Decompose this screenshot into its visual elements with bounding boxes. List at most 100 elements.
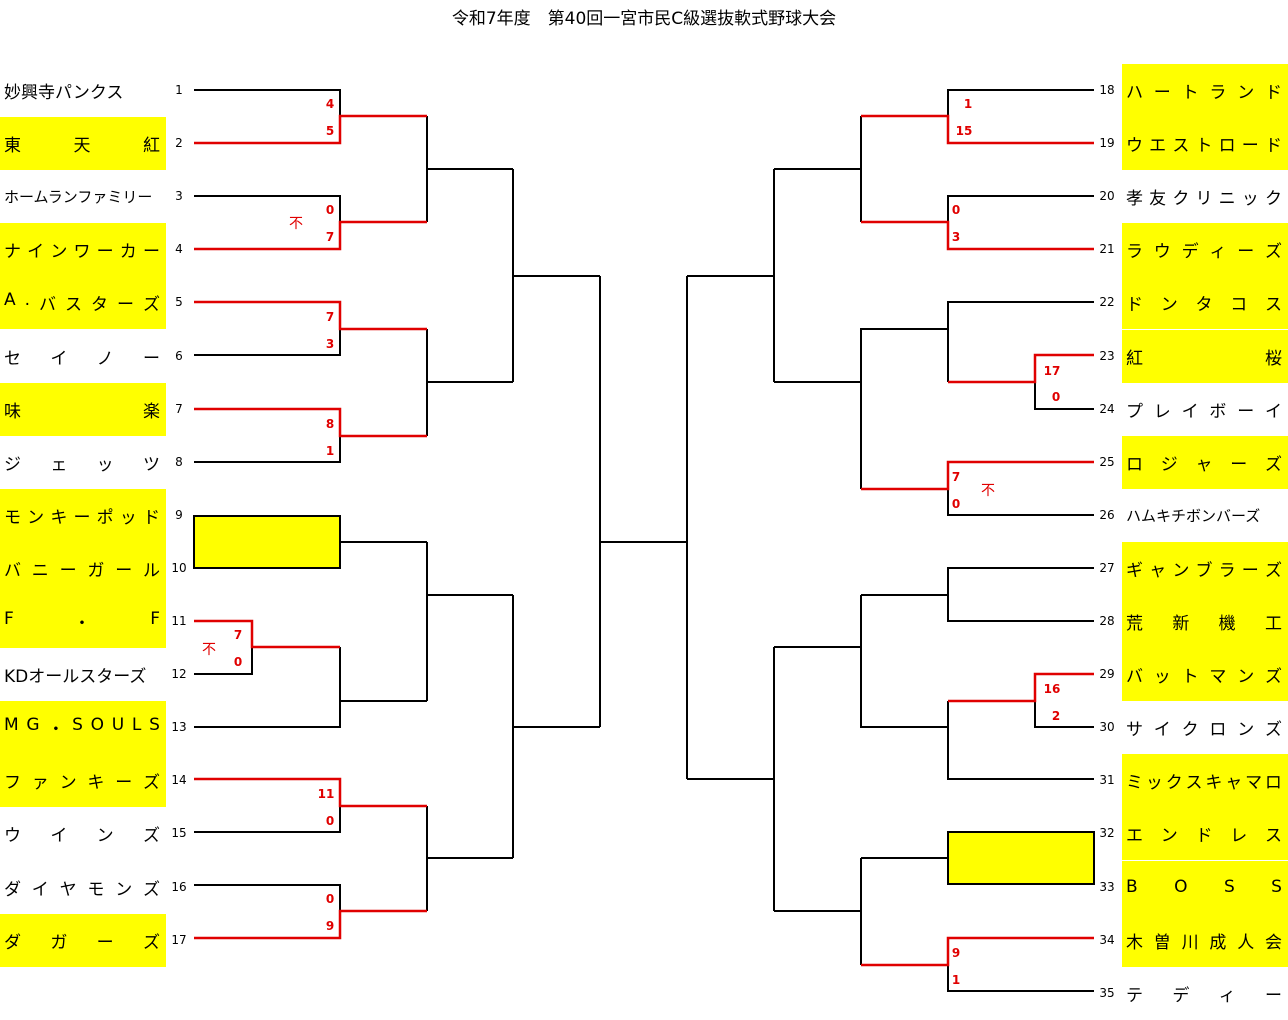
team-number-35: 35 — [1099, 985, 1115, 1000]
team-number-22: 22 — [1099, 295, 1115, 310]
score: 1 — [952, 973, 960, 987]
team-number-27: 27 — [1099, 560, 1115, 575]
win-line-team2 — [194, 114, 427, 145]
team-name-23: 紅桜 — [1122, 329, 1288, 383]
team-number-30: 30 — [1099, 720, 1115, 735]
team-number-7: 7 — [175, 401, 183, 416]
team-number-26: 26 — [1099, 507, 1115, 522]
team-number-5: 5 — [175, 295, 183, 310]
team-number-8: 8 — [175, 454, 183, 469]
win-line-team34 — [861, 936, 1094, 967]
team-number-13: 13 — [171, 720, 187, 735]
team-name-21: ラウディーズ — [1122, 223, 1288, 277]
team-name-17: ダガーズ — [0, 913, 166, 967]
team-number-23: 23 — [1099, 348, 1115, 363]
win-line-team11 — [194, 619, 340, 649]
team-name-35: テディー — [1126, 985, 1282, 1006]
win-line-team23 — [948, 353, 1094, 384]
team-name-10: バニーガール — [0, 541, 166, 595]
team-name-8: ジェッツ — [4, 454, 160, 475]
win-line-team19 — [861, 114, 1094, 145]
win-line-team17 — [194, 909, 427, 940]
team-name-14: ファンキーズ — [0, 754, 166, 808]
score: 16 — [1044, 682, 1061, 696]
team-name-4: ナインワーカー — [0, 223, 166, 277]
team-name-7: 味楽 — [0, 382, 166, 436]
line-team3 — [194, 195, 341, 222]
score: 7 — [952, 470, 960, 484]
score: 0 — [952, 497, 960, 511]
team-number-29: 29 — [1099, 667, 1115, 682]
forfeit-mark: 不 — [202, 642, 216, 658]
win-line-team29 — [948, 672, 1094, 703]
line-team12 — [194, 647, 253, 675]
line-team24 — [1034, 382, 1094, 410]
team-name-31: ミックスキャマロ — [1122, 754, 1288, 808]
line-team22 — [947, 301, 1094, 382]
forfeit-mark: 不 — [289, 216, 303, 232]
score: 11 — [318, 787, 335, 801]
team-number-17: 17 — [171, 932, 187, 947]
score: 0 — [326, 203, 334, 217]
line-team15 — [194, 806, 341, 833]
team-name-3: ホームランファミリー — [4, 188, 153, 207]
team-number-1: 1 — [175, 83, 183, 97]
page-title: 令和7年度 第40回一宮市民C級選抜軟式野球大会 — [451, 9, 837, 29]
team-number-32: 32 — [1099, 826, 1115, 841]
score: 7 — [326, 310, 334, 324]
team-name-5: A.バスターズ — [0, 276, 166, 330]
score: 1 — [326, 444, 334, 458]
team-number-25: 25 — [1099, 454, 1115, 469]
team-number-14: 14 — [171, 773, 187, 788]
score: 9 — [952, 946, 960, 960]
team-name-29: バットマンズ — [1122, 648, 1288, 702]
team-name-12: KDオールスターズ — [4, 667, 147, 688]
team-name-22: ドンタコス — [1122, 276, 1288, 330]
line-team31 — [947, 701, 1094, 780]
team-name-6: セイノー — [4, 348, 160, 369]
score: 7 — [234, 628, 242, 642]
score: 5 — [326, 124, 334, 138]
team-name-28: 荒新機工 — [1122, 595, 1288, 648]
score: 0 — [1052, 390, 1060, 404]
team-name-27: ギャンブラーズ — [1122, 541, 1288, 595]
team-number-4: 4 — [175, 242, 183, 257]
score: 0 — [234, 655, 242, 669]
line-team30 — [1034, 701, 1094, 728]
team-number-10: 10 — [171, 560, 187, 575]
line-team26 — [947, 489, 1094, 516]
team-number-18: 18 — [1099, 83, 1115, 97]
forfeit-mark: 不 — [981, 483, 995, 499]
line-team6 — [194, 329, 341, 356]
team-name-34: 木曽川成人会 — [1122, 913, 1288, 967]
team-number-16: 16 — [171, 879, 187, 894]
line-team1 — [194, 89, 341, 116]
team-number-28: 28 — [1099, 614, 1115, 628]
line-team35 — [947, 965, 1094, 992]
win-line-team25 — [861, 460, 1094, 491]
score: 3 — [326, 337, 334, 351]
score: 3 — [952, 230, 960, 244]
score: 9 — [326, 919, 334, 933]
score: 4 — [326, 97, 334, 111]
team-number-2: 2 — [175, 136, 183, 151]
team-name-32: エンドレス — [1122, 807, 1288, 861]
team-name-20: 孝友クリニック — [1126, 189, 1282, 210]
team-number-21: 21 — [1099, 242, 1115, 257]
team-name-24: プレイボーイ — [1126, 401, 1282, 422]
line-team20 — [947, 195, 1094, 222]
line-team18 — [947, 89, 1094, 116]
win-line-team14 — [194, 777, 427, 808]
score: 2 — [1052, 709, 1060, 723]
bye-box-right — [947, 831, 1095, 885]
score: 1 — [964, 97, 972, 111]
team-name-18: ハートランド — [1122, 64, 1288, 117]
team-number-6: 6 — [175, 348, 183, 363]
score: 0 — [326, 814, 334, 828]
score: 0 — [952, 203, 960, 217]
team-number-33: 33 — [1099, 879, 1115, 894]
bye-box-left — [193, 515, 341, 569]
team-number-12: 12 — [171, 667, 187, 682]
